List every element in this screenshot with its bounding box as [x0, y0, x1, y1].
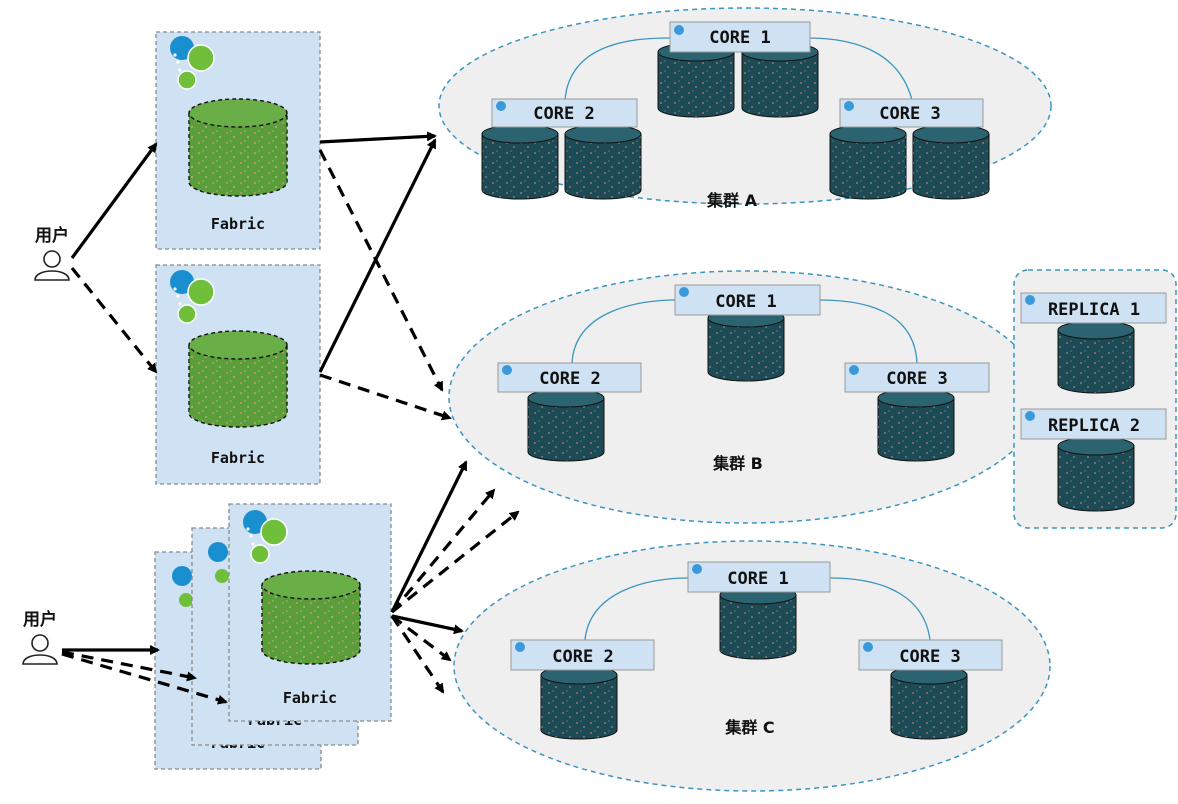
graph-database-icon: [188, 98, 288, 197]
fabric-node-1: Fabric: [155, 31, 321, 250]
cluster-c-label: 集群 C: [724, 718, 774, 737]
replica-label: REPLICA 2: [1048, 416, 1140, 436]
link-c-core1-core3: [829, 577, 931, 641]
fabric-label: Fabric: [211, 215, 265, 233]
neo4j-small-icon: [692, 564, 702, 574]
cluster-a-core2-databases: [481, 124, 642, 200]
user-2: 用户: [22, 609, 58, 665]
arrow-user2-fabric-stack-c: [61, 652, 228, 705]
neo4j-logo-icon: [170, 36, 215, 90]
arrow-fabric3-cluster-c: [391, 614, 464, 635]
arrow-fabric1-cluster-b: [318, 149, 444, 392]
cluster-a-core3-label: CORE 3: [839, 98, 984, 128]
link-a-core1-core3: [807, 37, 913, 101]
replica1-label: REPLICA 1: [1020, 292, 1167, 324]
neo4j-small-icon: [863, 642, 873, 652]
cluster-b-databases: [527, 308, 955, 462]
replica2-label: REPLICA 2: [1020, 408, 1167, 440]
arrow-fabric3-cluster-b: [390, 460, 468, 613]
replica-label: REPLICA 1: [1048, 300, 1140, 320]
neo4j-small-icon: [849, 365, 859, 375]
connection-arrows: [61, 131, 520, 705]
arrow-user1-fabric1: [70, 142, 158, 259]
arrow-fabric3-cluster-c-dashed-2: [390, 615, 445, 694]
link-a-core1-core2: [564, 37, 671, 101]
cluster-a-core1-databases: [657, 42, 819, 118]
user-icon: [34, 250, 70, 281]
neo4j-small-icon: [1025, 411, 1035, 421]
core-label: CORE 2: [533, 104, 594, 124]
cluster-c-core1-label: CORE 1: [687, 561, 831, 593]
neo4j-small-icon: [515, 642, 525, 652]
cluster-a-core2-label: CORE 2: [491, 98, 638, 128]
neo4j-small-icon: [1025, 295, 1035, 305]
core-label: CORE 2: [539, 369, 600, 389]
user-icon: [22, 634, 58, 665]
user-1: 用户: [34, 225, 70, 281]
cluster-b-core2-label: CORE 2: [497, 362, 642, 393]
arrow-fabric3-cluster-b-dashed: [390, 488, 496, 614]
core-label: CORE 2: [552, 647, 613, 667]
arrow-fabric3-cluster-c-dashed: [391, 614, 452, 662]
core-label: CORE 1: [727, 569, 788, 589]
replica-group: [1013, 269, 1177, 529]
core-label: CORE 3: [879, 104, 940, 124]
link-c-core1-core2: [584, 577, 689, 641]
fabric-label: Fabric: [211, 449, 265, 467]
fabric-node-2: Fabric: [155, 264, 321, 485]
neo4j-small-icon: [496, 101, 506, 111]
neo4j-logo-icon: [243, 510, 288, 564]
neo4j-small-icon: [679, 287, 689, 297]
fabric-node-3: Fabric: [228, 503, 392, 722]
graph-database-icon: [261, 570, 361, 665]
cluster-b-core1-label: CORE 1: [674, 284, 821, 316]
arrow-fabric2-cluster-a: [318, 138, 437, 373]
graph-database-icon: [188, 330, 288, 428]
neo4j-small-icon: [674, 25, 684, 35]
arrow-user2-fabric-stack-b: [61, 650, 197, 682]
link-b-core1-core2: [571, 299, 676, 364]
neo4j-small-icon: [502, 365, 512, 375]
cluster-c-core2-label: CORE 2: [510, 639, 655, 671]
replica-databases: [1057, 320, 1135, 512]
arrow-fabric2-cluster-b: [319, 373, 452, 421]
arrow-fabric1-cluster-a: [319, 131, 437, 144]
user-label: 用户: [23, 609, 57, 630]
neo4j-logo-icon: [179, 593, 193, 607]
cluster-a-core1-label: CORE 1: [669, 21, 811, 53]
neo4j-logo-icon: [208, 542, 228, 562]
arrow-fabric3-cluster-b-dashed-2: [391, 510, 520, 614]
core-label: CORE 3: [899, 647, 960, 667]
cluster-a-label: 集群 A: [706, 191, 758, 210]
neo4j-logo-icon: [170, 270, 215, 324]
core-label: CORE 1: [709, 28, 770, 48]
user-label: 用户: [35, 225, 69, 246]
neo4j-small-icon: [844, 101, 854, 111]
neo4j-logo-icon: [215, 569, 229, 583]
core-label: CORE 1: [715, 292, 776, 312]
cluster-c-core3-label: CORE 3: [858, 639, 1003, 671]
arrow-user1-fabric2: [70, 266, 158, 374]
fabric-label: Fabric: [283, 689, 337, 707]
core-label: CORE 3: [886, 369, 947, 389]
cluster-b-core3-label: CORE 3: [844, 362, 990, 393]
neo4j-logo-icon: [172, 566, 192, 586]
link-b-core1-core3: [819, 299, 918, 364]
cluster-b-label: 集群 B: [712, 454, 763, 473]
